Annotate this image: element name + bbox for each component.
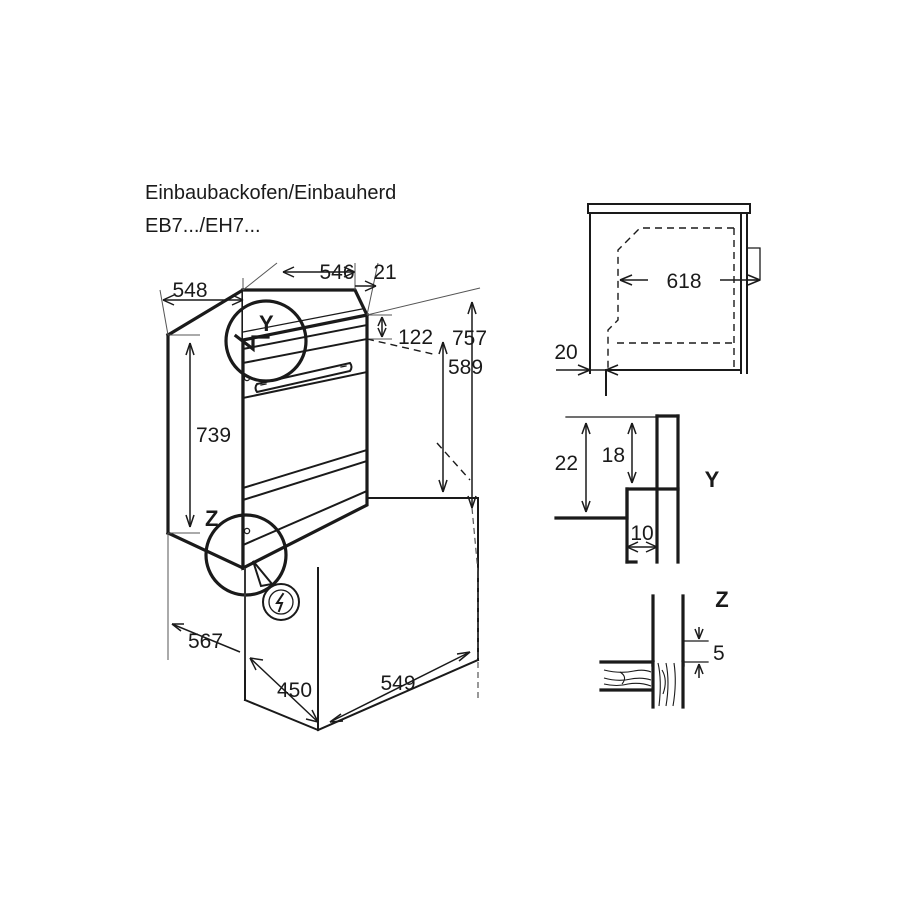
dimension-548: 548	[159, 278, 244, 336]
dimension-value-589: 589	[448, 356, 483, 379]
detail-label-z: Z	[205, 506, 218, 531]
dimension-value-757: 757	[452, 327, 487, 350]
wood-grain-hatch	[603, 662, 676, 707]
dimension-value-549: 549	[380, 672, 415, 695]
detail-label-y: Y	[259, 311, 274, 336]
dimension-value-546: 546	[319, 261, 354, 284]
dimension-value-618: 618	[666, 270, 701, 293]
dimension-value-739: 739	[196, 424, 231, 447]
detail-y-view: 22 18 10 Y	[554, 414, 720, 564]
dimension-122: 122	[367, 314, 433, 349]
dimension-value-20: 20	[554, 341, 577, 364]
dimension-22: 22	[555, 422, 591, 513]
drawing-title-line2: EB7.../EH7...	[145, 215, 261, 237]
dimension-value-122: 122	[398, 326, 433, 349]
dimension-10: 10	[626, 522, 658, 553]
detail-z-title: Z	[715, 587, 728, 612]
dimension-549: 549	[329, 651, 471, 723]
dimension-567: 567	[167, 533, 246, 670]
oven-door-handle	[254, 361, 353, 394]
dimension-value-22: 22	[555, 452, 578, 475]
dimension-value-567: 567	[188, 630, 223, 653]
dimension-5: 5	[682, 627, 725, 678]
hinge-dot-lower	[243, 527, 251, 535]
dimension-20: 20	[554, 341, 619, 376]
dimension-value-5: 5	[713, 642, 725, 665]
dimension-589: 589	[366, 338, 483, 493]
dimension-450: 450	[249, 657, 319, 723]
detail-circle-y	[224, 299, 308, 383]
main-isometric-view: Y Z 548	[159, 261, 487, 732]
drawing-title-line1: Einbaubackofen/Einbauherd	[145, 182, 396, 204]
dimension-value-18: 18	[602, 444, 625, 467]
electrical-connection-icon	[252, 560, 300, 621]
dimension-757: 757	[366, 287, 487, 700]
detail-z-view: Z	[599, 587, 729, 709]
oven-dashed-outline-topview	[607, 222, 742, 372]
dimension-value-21: 21	[373, 261, 396, 284]
dimension-18: 18	[602, 422, 637, 484]
dimension-618: 618	[619, 262, 761, 293]
dimension-value-10: 10	[630, 522, 653, 545]
top-plan-view: 618 20	[554, 203, 761, 396]
dimension-value-450: 450	[277, 679, 312, 702]
detail-y-title: Y	[705, 467, 720, 492]
dimension-value-548: 548	[172, 279, 207, 302]
dimension-546: 546	[242, 261, 356, 291]
dimension-739: 739	[168, 334, 231, 534]
detail-circle-z	[204, 513, 288, 597]
dimension-21: 21	[354, 261, 397, 316]
